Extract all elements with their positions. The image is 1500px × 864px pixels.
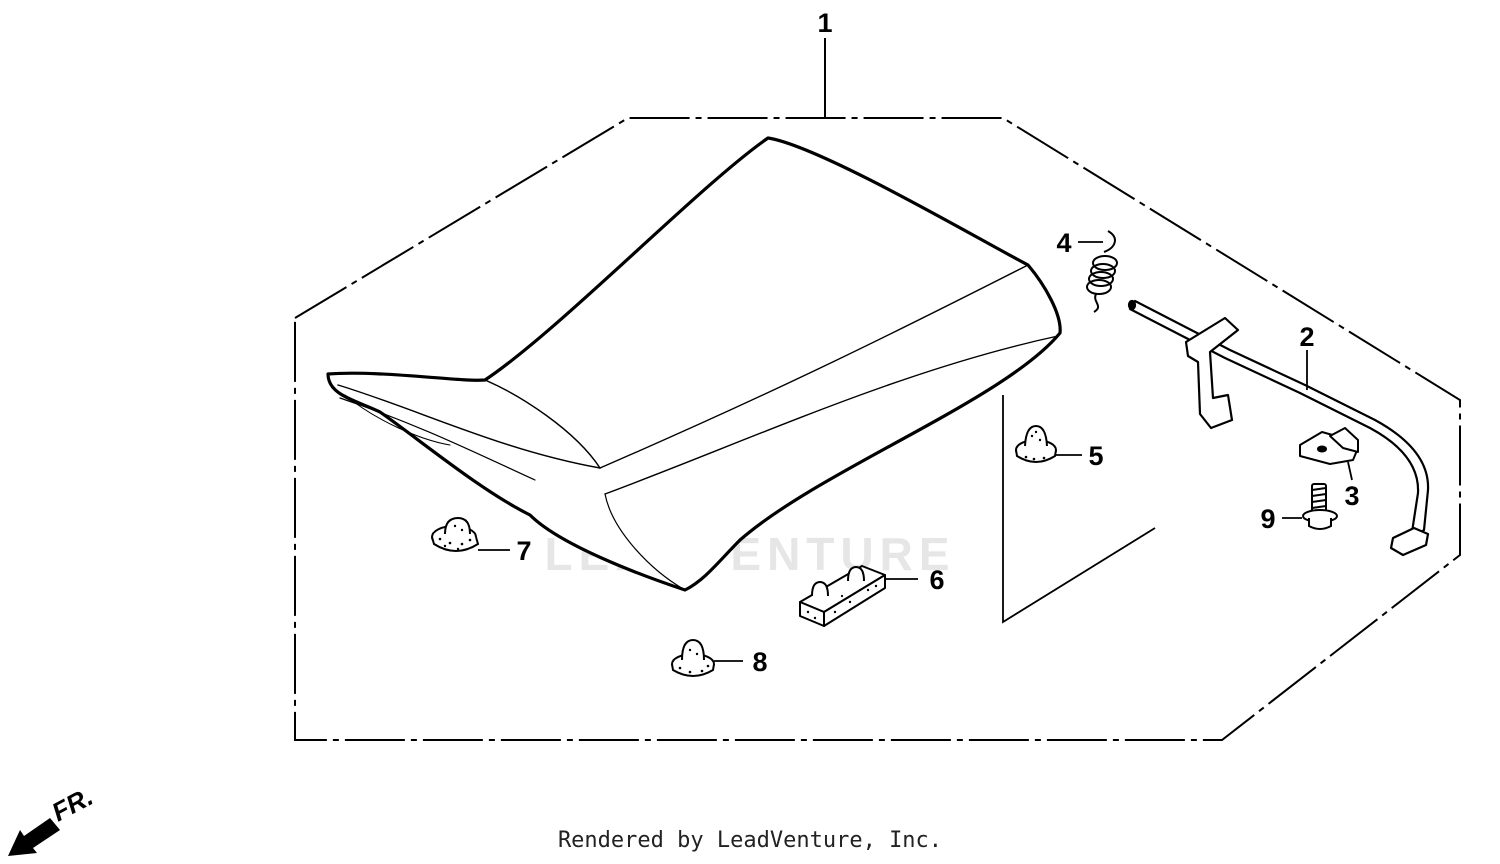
front-arrow-icon	[8, 818, 60, 856]
callout-6: 6	[929, 565, 944, 595]
callout-3: 3	[1344, 481, 1359, 511]
callout-2: 2	[1299, 322, 1314, 352]
front-label: FR.	[47, 781, 98, 827]
callout-4: 4	[1056, 228, 1071, 258]
rubber-block-icon	[799, 565, 886, 627]
seat	[326, 136, 1062, 592]
credit-text: Rendered by LeadVenture, Inc.	[557, 828, 943, 853]
cushion-5-icon	[1015, 424, 1057, 463]
flange-bolt-icon	[1302, 483, 1338, 530]
callout-9: 9	[1260, 504, 1275, 534]
cushion-8-icon	[671, 638, 715, 677]
spring-icon	[1086, 230, 1118, 313]
leader-3	[1347, 461, 1353, 481]
callout-1: 1	[817, 8, 832, 38]
assembly-outline	[294, 117, 1461, 741]
callout-5: 5	[1088, 441, 1103, 471]
callout-8: 8	[752, 647, 767, 677]
callout-7: 7	[516, 536, 531, 566]
seat-latch-rod	[1127, 299, 1430, 557]
latch-group-outline	[1002, 395, 1156, 624]
latch-clip-icon	[1299, 427, 1359, 465]
cushion-7-icon	[431, 516, 480, 552]
